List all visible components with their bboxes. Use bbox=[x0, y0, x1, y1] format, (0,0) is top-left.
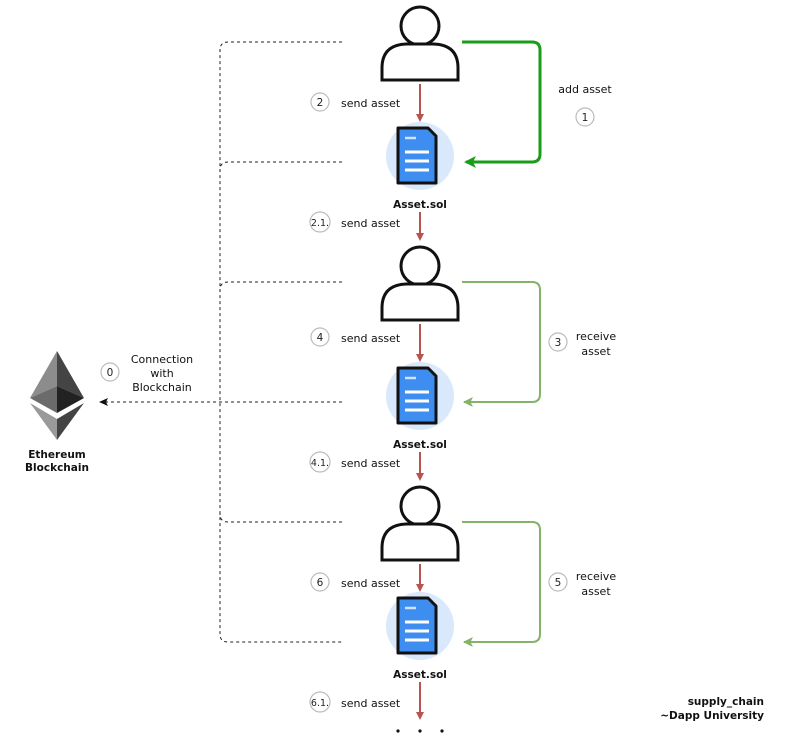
footer-project-name: supply_chain bbox=[688, 696, 764, 708]
user-icon bbox=[380, 5, 460, 82]
svg-text:6: 6 bbox=[317, 577, 324, 589]
receive-asset-arrow bbox=[462, 521, 541, 647]
receive-asset-label-line1: receive bbox=[576, 330, 616, 343]
connection-label-line3: Blockchain bbox=[132, 381, 192, 394]
step-badge: 6 bbox=[310, 572, 330, 592]
svg-text:4.1.: 4.1. bbox=[311, 458, 329, 469]
send-asset-label: send asset bbox=[341, 97, 401, 110]
svg-text:5: 5 bbox=[555, 577, 562, 589]
continuation-dots bbox=[396, 729, 444, 733]
send-asset-label: send asset bbox=[341, 577, 401, 590]
ethereum-label-line1: Ethereum bbox=[28, 449, 86, 461]
contract-document-icon bbox=[386, 122, 454, 190]
receive-asset-label-line2: asset bbox=[581, 345, 611, 358]
svg-text:2: 2 bbox=[317, 97, 324, 109]
step-5-badge: 5 bbox=[548, 572, 568, 592]
contract-label: Asset.sol bbox=[393, 439, 447, 451]
ethereum-logo-icon bbox=[30, 351, 84, 440]
contract-label: Asset.sol bbox=[393, 199, 447, 211]
contract-label: Asset.sol bbox=[393, 669, 447, 681]
step-badge: 2.1. bbox=[309, 211, 331, 233]
step-0-badge: 0 bbox=[100, 362, 120, 382]
add-asset-label: add asset bbox=[558, 83, 612, 96]
user-icon bbox=[380, 485, 460, 562]
connection-label-line1: Connection bbox=[131, 353, 193, 366]
contract-document-icon bbox=[386, 592, 454, 660]
step-badge: 4 bbox=[310, 327, 330, 347]
step-badge: 2 bbox=[310, 92, 330, 112]
step-1-badge: 1 bbox=[575, 107, 595, 127]
footer-author: ~Dapp University bbox=[660, 710, 764, 722]
connection-dashed-lines bbox=[99, 41, 342, 643]
step-3-badge: 3 bbox=[548, 332, 568, 352]
svg-text:3: 3 bbox=[555, 337, 562, 349]
svg-text:6.1.: 6.1. bbox=[311, 698, 329, 709]
svg-text:1: 1 bbox=[582, 112, 589, 124]
user-icon bbox=[380, 245, 460, 322]
svg-text:0: 0 bbox=[107, 367, 114, 379]
contract-document-icon bbox=[386, 362, 454, 430]
send-asset-label: send asset bbox=[341, 217, 401, 230]
step-badge: 6.1. bbox=[309, 691, 331, 713]
receive-asset-label-line1: receive bbox=[576, 570, 616, 583]
step-badge: 4.1. bbox=[309, 451, 331, 473]
receive-asset-label-line2: asset bbox=[581, 585, 611, 598]
ethereum-label-line2: Blockchain bbox=[25, 462, 89, 474]
receive-asset-arrow bbox=[462, 281, 541, 407]
send-asset-label: send asset bbox=[341, 332, 401, 345]
add-asset-arrow bbox=[462, 40, 542, 168]
send-asset-label: send asset bbox=[341, 457, 401, 470]
svg-text:4: 4 bbox=[317, 332, 324, 344]
connection-label-line2: with bbox=[150, 367, 173, 380]
svg-text:2.1.: 2.1. bbox=[311, 218, 329, 229]
send-asset-label: send asset bbox=[341, 697, 401, 710]
